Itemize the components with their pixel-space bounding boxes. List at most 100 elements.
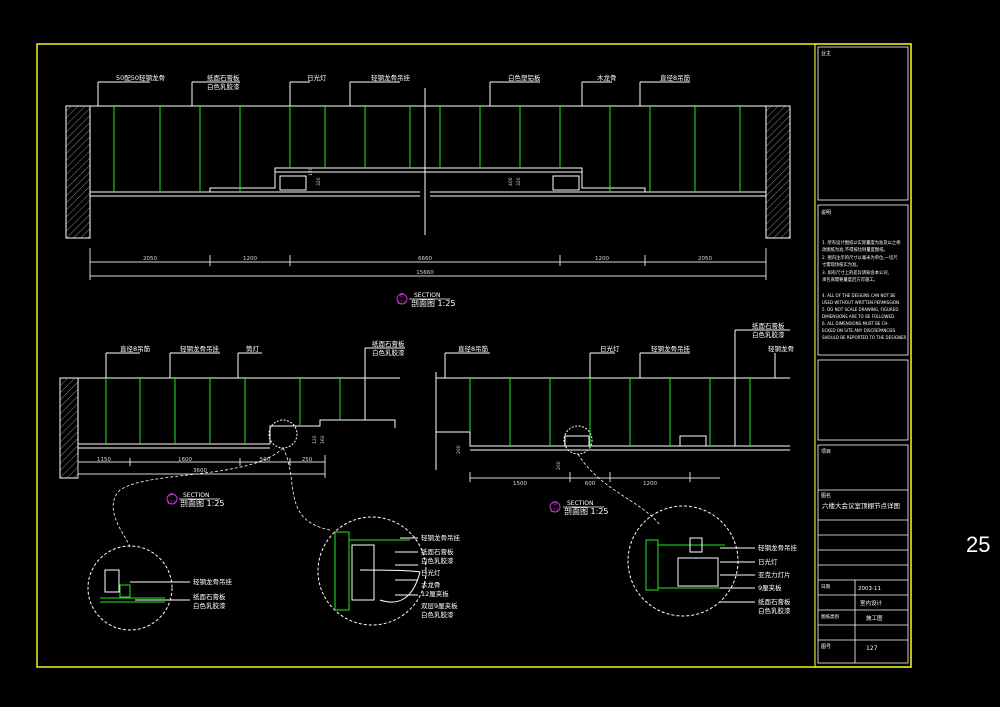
svg-text:6. ALL DIMENSIONS MUST BE CH-: 6. ALL DIMENSIONS MUST BE CH-: [822, 321, 889, 326]
svg-text:日光灯: 日光灯: [758, 557, 778, 566]
svg-text:2. 图内注示的尺寸以毫米为单位,一切尺: 2. 图内注示的尺寸以毫米为单位,一切尺: [822, 254, 898, 261]
tb-notes-label: 说明: [821, 209, 831, 216]
svg-text:剖面图 1:25: 剖面图 1:25: [411, 298, 456, 308]
label: 直径8吊筋: [660, 73, 691, 82]
dim-total: 15660: [416, 270, 434, 276]
svg-text:E: E: [400, 293, 403, 299]
svg-text:F: F: [170, 493, 173, 499]
section-g: [435, 329, 790, 482]
svg-text:改图纸为准,不得按比例量度图纸。: 改图纸为准,不得按比例量度图纸。: [822, 246, 888, 253]
svg-text:200: 200: [456, 445, 462, 454]
tb-date: 2003-11: [858, 586, 881, 592]
svg-text:SECTION: SECTION: [183, 492, 209, 499]
dim: 2050: [143, 256, 157, 262]
detail-mid-labels: 轻钢龙骨吊挂 纸面石膏板 白色乳胶漆 日光灯 木龙骨 12厘夹板 双层9厘夹板 …: [421, 533, 461, 619]
svg-text:320: 320: [316, 177, 322, 186]
svg-text:320: 320: [516, 177, 522, 186]
svg-text:日光灯: 日光灯: [600, 344, 620, 353]
section-f-dims: 1150 1600 500 250 3600: [97, 457, 313, 474]
detail-right-labels: 轻钢龙骨吊挂 日光灯 亚克力灯片 9厘夹板 纸面石膏板 白色乳胶漆: [758, 543, 798, 615]
svg-text:筒灯: 筒灯: [246, 344, 260, 353]
label: 白色乳胶漆: [207, 82, 240, 91]
detail-leaders: [112, 447, 661, 549]
label: 日光灯: [307, 73, 327, 82]
svg-text:600: 600: [585, 481, 596, 487]
svg-text:SECTION: SECTION: [414, 292, 440, 299]
tb-drawing-name: 六楼大会议室顶棚节点详图: [822, 501, 900, 510]
tb-sheet-label: 图号: [821, 644, 831, 650]
title-block-border: [814, 43, 912, 668]
svg-text:纸面石膏板: 纸面石膏板: [193, 592, 226, 601]
dim: 2050: [698, 256, 712, 262]
title-block: [817, 46, 909, 664]
svg-text:120: 120: [312, 435, 318, 444]
svg-text:白色乳胶漆: 白色乳胶漆: [758, 606, 791, 615]
svg-text:200: 200: [556, 461, 562, 470]
svg-text:SHOULD BE REPORTED TO THE DESI: SHOULD BE REPORTED TO THE DESIGNER: [822, 335, 906, 340]
svg-text:直径8吊筋: 直径8吊筋: [458, 344, 489, 353]
section-f-labels: 直径8吊筋 轻钢龙骨吊挂 筒灯 纸面石膏板 白色乳胶漆: [120, 339, 405, 357]
tb-company-label: 业主: [821, 50, 831, 57]
svg-text:剖面图 1:25: 剖面图 1:25: [180, 498, 225, 508]
svg-text:轻钢龙骨吊挂: 轻钢龙骨吊挂: [421, 533, 461, 542]
svg-text:160: 160: [320, 435, 326, 444]
svg-text:白色乳胶漆: 白色乳胶漆: [372, 348, 405, 357]
section-g-title: G 123 SECTION 剖面图 1:25: [549, 500, 609, 516]
svg-text:4. ALL OF THE DESIGNS CAN NOT: 4. ALL OF THE DESIGNS CAN NOT BE: [822, 293, 896, 298]
svg-text:9厘夹板: 9厘夹板: [758, 583, 782, 592]
label: 白色塑铝板: [508, 73, 541, 82]
section-e: [65, 81, 791, 280]
section-f-title: F 123 SECTION 剖面图 1:25: [166, 492, 225, 508]
dim: 1200: [243, 256, 257, 262]
svg-text:1150: 1150: [97, 457, 111, 463]
svg-text:纸面石膏板: 纸面石膏板: [758, 597, 791, 606]
label: 木龙骨: [597, 73, 617, 82]
dim: 1200: [595, 256, 609, 262]
svg-text:1600: 1600: [178, 457, 192, 463]
svg-text:123: 123: [550, 508, 559, 514]
svg-text:G: G: [553, 501, 557, 507]
section-g-labels: 直径8吊筋 日光灯 轻钢龙骨吊挂 纸面石膏板 白色乳胶漆 轻钢龙骨: [458, 321, 794, 353]
svg-text:纸面石膏板: 纸面石膏板: [752, 321, 785, 330]
svg-text:轻钢龙骨: 轻钢龙骨: [768, 344, 794, 353]
svg-text:1. 所有设计图纸以实际量度为准及以之修: 1. 所有设计图纸以实际量度为准及以之修: [822, 239, 901, 246]
svg-text:白色乳胶漆: 白色乳胶漆: [752, 330, 785, 339]
svg-text:轻钢龙骨吊挂: 轻钢龙骨吊挂: [758, 543, 798, 552]
svg-text:轻钢龙骨吊挂: 轻钢龙骨吊挂: [180, 344, 220, 353]
svg-text:USED WITHOUT WRITTEN PERMISSIO: USED WITHOUT WRITTEN PERMISSION.: [822, 300, 900, 305]
tb-stage-label: 图纸类别: [821, 613, 839, 620]
title-block-text: 业主 说明 1. 所有设计图纸以实际量度为准及以之修 改图纸为准,不得按比例量度…: [821, 50, 906, 652]
svg-text:3. 如有尺寸上的差异请知会本公司,: 3. 如有尺寸上的差异请知会本公司,: [822, 269, 889, 276]
svg-text:木龙骨: 木龙骨: [421, 580, 441, 589]
tb-stage: 施工图: [866, 614, 883, 622]
svg-text:123: 123: [397, 300, 406, 306]
svg-text:12厘夹板: 12厘夹板: [421, 589, 449, 598]
svg-text:纸面石膏板: 纸面石膏板: [421, 547, 454, 556]
detail-left-labels: 轻钢龙骨吊挂 纸面石膏板 白色乳胶漆: [193, 577, 233, 610]
svg-text:120: 120: [308, 167, 314, 176]
svg-text:ECKED ON SITE.ANY DISCREPANCIE: ECKED ON SITE.ANY DISCREPANCIES: [822, 328, 896, 333]
label: 50配50轻钢龙骨: [116, 73, 165, 82]
svg-text:亚克力灯片: 亚克力灯片: [758, 570, 791, 579]
section-f-small-dims: 120 160: [312, 435, 326, 444]
tb-discipline: 室内设计: [860, 599, 883, 607]
label: 轻钢龙骨吊挂: [371, 73, 411, 82]
svg-text:SECTION: SECTION: [567, 500, 593, 507]
svg-text:日光灯: 日光灯: [421, 568, 441, 577]
svg-text:123: 123: [167, 500, 176, 506]
section-f: [59, 347, 405, 479]
detail-left: [87, 545, 190, 631]
svg-text:白色乳胶漆: 白色乳胶漆: [193, 601, 226, 610]
svg-text:剖面图 1:25: 剖面图 1:25: [564, 506, 609, 516]
svg-text:双层9厘夹板: 双层9厘夹板: [421, 601, 458, 610]
svg-text:纸面石膏板: 纸面石膏板: [372, 339, 405, 348]
svg-text:DIMENSIONS ARE TO BE FOLLOWED.: DIMENSIONS ARE TO BE FOLLOWED.: [822, 314, 895, 319]
svg-text:白色乳胶漆: 白色乳胶漆: [421, 556, 454, 565]
section-g-small-dims: 200 200: [456, 445, 562, 470]
detail-right: [627, 505, 755, 617]
svg-text:1500: 1500: [513, 481, 527, 487]
svg-text:3600: 3600: [193, 468, 207, 474]
svg-text:寸需现场核实为准。: 寸需现场核实为准。: [822, 261, 861, 268]
svg-text:直径8吊筋: 直径8吊筋: [120, 344, 151, 353]
